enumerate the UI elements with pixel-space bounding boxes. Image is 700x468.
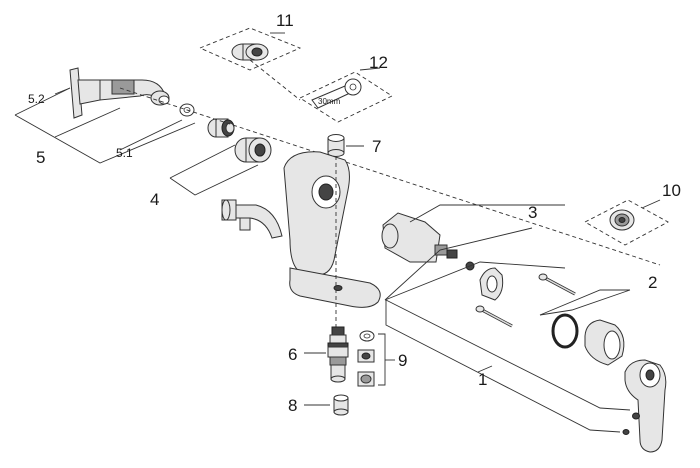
- label-10: 10: [662, 181, 681, 200]
- part-8-group: 8: [288, 394, 349, 416]
- label-7: 7: [372, 137, 381, 156]
- assembly-axis: [119, 87, 661, 266]
- part-2-group: 2: [539, 273, 657, 366]
- wrench-size-label: 30mm: [318, 97, 341, 106]
- label-9: 9: [398, 351, 407, 370]
- label-3: 3: [528, 203, 537, 222]
- label-4: 4: [150, 190, 159, 209]
- part-4-group: 4: [150, 118, 272, 209]
- part-12-group: 30mm 12: [299, 53, 393, 123]
- part-3-cartridge: [381, 212, 475, 271]
- label-6: 6: [288, 345, 297, 364]
- mixer-body: [221, 151, 381, 308]
- part-9-nut-lower: [357, 371, 375, 387]
- part-6-group: 6: [288, 326, 349, 383]
- label-5: 5: [36, 148, 45, 167]
- part-8-insert: [333, 394, 349, 416]
- part-9-group: 9: [357, 330, 407, 387]
- part-7-group: 7: [327, 134, 381, 157]
- part-3-screws: [475, 273, 576, 328]
- part-11-dashed-box: [198, 27, 302, 71]
- part-10-group: 10: [584, 181, 681, 246]
- part-7-cap: [327, 134, 345, 157]
- part-10-knob: [609, 209, 635, 231]
- part-2-sleeve: [584, 319, 625, 366]
- label-1: 1: [478, 370, 487, 389]
- part-1-group: 1: [385, 299, 631, 433]
- part-4-adapter: [207, 118, 235, 138]
- lever-handle: [624, 359, 667, 453]
- part-11-nut: [231, 43, 269, 61]
- part-11-group: 11: [198, 11, 302, 71]
- label-11: 11: [276, 11, 294, 30]
- label-2: 2: [648, 273, 657, 292]
- part-3-group: 3: [381, 203, 576, 328]
- part-12-dashed-box: [299, 71, 393, 123]
- label-5-2: 5.2: [28, 92, 45, 106]
- part-4-nut: [234, 137, 272, 163]
- part-10-dashed-box: [584, 199, 669, 246]
- part-2-o-ring: [551, 313, 579, 349]
- label-5-1: 5.1: [116, 146, 133, 160]
- part-5-group: 5.2 5 5.1: [14, 67, 196, 167]
- handle-screws: [622, 412, 640, 435]
- part-9-nut-upper: [357, 349, 375, 363]
- part-6-valve: [327, 326, 349, 383]
- part-3-ring: [479, 267, 504, 301]
- wrench-icon: [311, 78, 362, 109]
- label-12: 12: [369, 53, 388, 72]
- label-8: 8: [288, 396, 297, 415]
- mixer-spout-arm: [221, 204, 283, 239]
